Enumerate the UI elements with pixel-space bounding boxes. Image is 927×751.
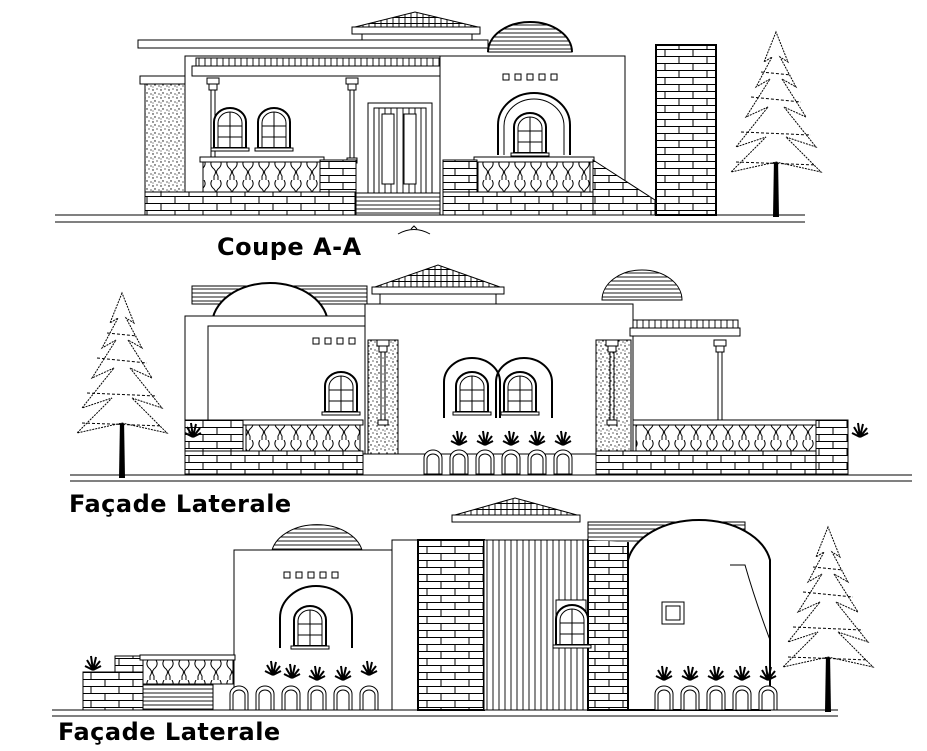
vent-row xyxy=(502,73,558,81)
drawing-facade-laterale-1 xyxy=(70,264,912,482)
drawing-facade-laterale-2 xyxy=(52,497,874,717)
drawing-title-facade-2: Façade Laterale xyxy=(58,718,281,746)
drawing-title-facade-1: Façade Laterale xyxy=(69,490,292,518)
vent-row xyxy=(283,571,339,579)
vent-row xyxy=(312,337,356,345)
drawing-coupe-a-a xyxy=(55,11,822,235)
drawing-title-coupe: Coupe A-A xyxy=(217,233,362,261)
